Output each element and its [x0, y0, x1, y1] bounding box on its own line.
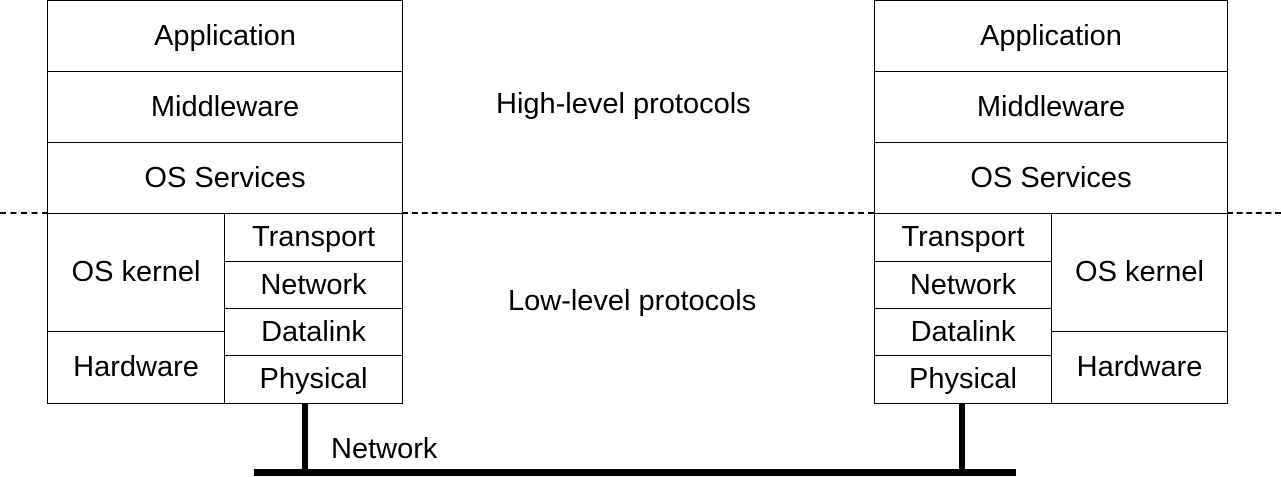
- right-application-label: Application: [980, 19, 1122, 52]
- left-os-kernel-label: OS kernel: [71, 256, 201, 288]
- left-application-label: Application: [154, 19, 296, 52]
- high-level-protocols-label: High-level protocols: [496, 88, 751, 120]
- left-physical-layer: Physical: [224, 355, 403, 404]
- left-middleware-label: Middleware: [150, 90, 300, 123]
- right-network-drop-line: [959, 403, 965, 473]
- left-middleware-layer: Middleware: [47, 71, 403, 143]
- right-transport-layer: Transport: [874, 213, 1052, 262]
- left-hardware-layer: Hardware: [47, 331, 225, 404]
- left-network-drop-line: [302, 403, 308, 473]
- layer-separator-left: [0, 212, 48, 214]
- right-network-layer: Network: [874, 261, 1052, 309]
- right-physical-layer: Physical: [874, 355, 1052, 404]
- left-network-label: Network: [260, 268, 367, 301]
- network-link-label: Network: [331, 433, 438, 465]
- low-level-protocols-label: Low-level protocols: [508, 285, 757, 317]
- right-physical-label: Physical: [909, 363, 1017, 395]
- right-datalink-layer: Datalink: [874, 308, 1052, 356]
- left-physical-label: Physical: [259, 363, 368, 395]
- right-transport-label: Transport: [901, 221, 1025, 253]
- network-bus-line: [254, 469, 1016, 476]
- layer-separator-middle: [402, 212, 874, 214]
- right-os-services-label: OS Services: [970, 161, 1132, 194]
- left-os-services-label: OS Services: [144, 161, 306, 194]
- right-os-kernel-label: OS kernel: [1075, 256, 1204, 288]
- left-application-layer: Application: [47, 0, 403, 72]
- left-hardware-label: Hardware: [73, 351, 199, 383]
- left-datalink-label: Datalink: [261, 315, 366, 348]
- left-transport-layer: Transport: [224, 213, 403, 262]
- right-datalink-label: Datalink: [910, 315, 1016, 348]
- right-application-layer: Application: [874, 0, 1228, 72]
- right-hardware-label: Hardware: [1076, 351, 1203, 383]
- left-transport-label: Transport: [251, 221, 376, 253]
- right-hardware-layer: Hardware: [1051, 331, 1228, 404]
- right-network-label: Network: [909, 268, 1017, 301]
- left-network-layer: Network: [224, 261, 403, 309]
- right-os-services-layer: OS Services: [874, 142, 1228, 214]
- left-datalink-layer: Datalink: [224, 308, 403, 356]
- right-middleware-label: Middleware: [976, 90, 1126, 123]
- right-middleware-layer: Middleware: [874, 71, 1228, 143]
- layer-separator-right: [1227, 212, 1281, 214]
- left-os-kernel-layer: OS kernel: [47, 213, 225, 332]
- right-os-kernel-layer: OS kernel: [1051, 213, 1228, 332]
- left-os-services-layer: OS Services: [47, 142, 403, 214]
